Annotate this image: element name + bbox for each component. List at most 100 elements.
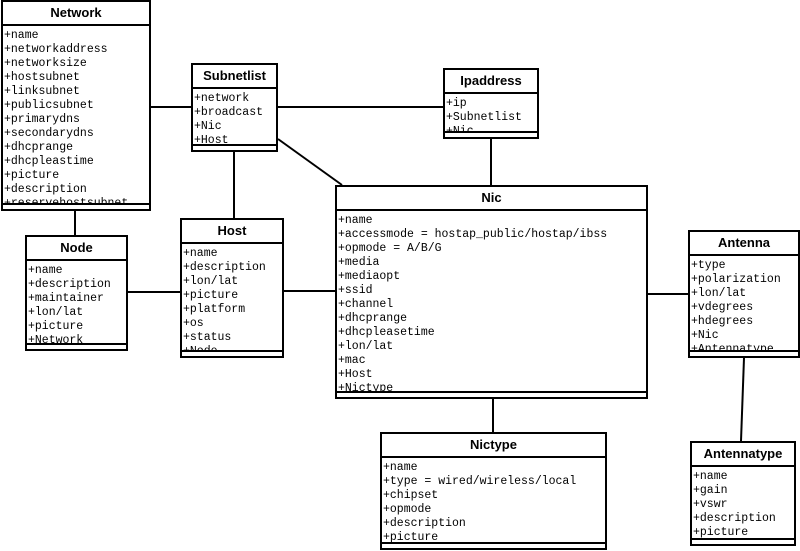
class-name: Ipaddress xyxy=(445,70,537,94)
class-host[interactable]: Host+name+description+lon/lat+picture+pl… xyxy=(180,218,284,358)
attribute: +type xyxy=(691,259,726,272)
class-name: Nic xyxy=(337,187,646,211)
attribute: +dhcpleastime xyxy=(4,155,94,168)
attribute: +opmode = A/B/G xyxy=(338,242,442,255)
attribute: +broadcast xyxy=(194,106,264,119)
attribute: +description xyxy=(383,517,466,530)
attribute: +dhcprange xyxy=(4,141,74,154)
attribute: +gain xyxy=(693,484,728,497)
attribute: +name xyxy=(183,247,218,260)
attribute-compartment: +network+broadcast+Nic+Host xyxy=(193,89,276,146)
class-name: Antennatype xyxy=(692,443,794,467)
attribute: +chipset xyxy=(383,489,439,502)
attribute: +lon/lat xyxy=(338,340,394,353)
class-nic[interactable]: Nic+name+accessmode = hostap_public/host… xyxy=(335,185,648,399)
class-antenna[interactable]: Antenna+type+polarization+lon/lat+vdegre… xyxy=(688,230,800,358)
attribute: +ssid xyxy=(338,284,373,297)
attribute: +linksubnet xyxy=(4,85,80,98)
attribute: +Nic xyxy=(446,125,474,133)
class-antennatype[interactable]: Antennatype+name+gain+vswr+description+p… xyxy=(690,441,796,546)
attribute: +channel xyxy=(338,298,394,311)
attribute: +picture xyxy=(383,531,439,544)
operation-compartment xyxy=(3,205,149,209)
class-ipaddress[interactable]: Ipaddress+ip+Subnetlist+Nic xyxy=(443,68,539,139)
attribute: +networkaddress xyxy=(4,43,108,56)
class-network[interactable]: Network+name+networkaddress+networksize+… xyxy=(1,0,151,211)
attribute: +polarization xyxy=(691,273,781,286)
attribute: +Host xyxy=(194,134,229,146)
attribute-compartment: +name+description+lon/lat+picture+platfo… xyxy=(182,244,282,352)
attribute: +dhcprange xyxy=(338,312,408,325)
attribute: +description xyxy=(4,183,87,196)
attribute: +name xyxy=(4,29,39,42)
attribute: +media xyxy=(338,256,380,269)
attribute: +name xyxy=(338,214,373,227)
attribute: +Host xyxy=(338,368,373,381)
attribute: +lon/lat xyxy=(183,275,239,288)
attribute: +lon/lat xyxy=(28,306,84,319)
attribute: +picture xyxy=(28,320,84,333)
attribute: +platform xyxy=(183,303,246,316)
attribute: +lon/lat xyxy=(691,287,747,300)
attribute: +status xyxy=(183,331,232,344)
attribute-compartment: +name+type = wired/wireless/local+chipse… xyxy=(382,458,605,544)
attribute: +mediaopt xyxy=(338,270,401,283)
attribute: +vdegrees xyxy=(691,301,754,314)
attribute: +Node xyxy=(183,345,218,352)
attribute-compartment: +name+accessmode = hostap_public/hostap/… xyxy=(337,211,646,393)
operation-compartment xyxy=(692,540,794,544)
operation-compartment xyxy=(690,352,798,356)
class-name: Network xyxy=(3,2,149,26)
attribute: +dhcpleasetime xyxy=(338,326,435,339)
attribute: +accessmode = hostap_public/hostap/ibss xyxy=(338,228,608,241)
attribute: +os xyxy=(183,317,204,330)
attribute: +Network xyxy=(28,334,84,345)
class-subnetlist[interactable]: Subnetlist+network+broadcast+Nic+Host xyxy=(191,63,278,152)
attribute: +picture xyxy=(4,169,60,182)
attribute: +primarydns xyxy=(4,113,80,126)
attribute: +Subnetlist xyxy=(446,111,522,124)
attribute: +name xyxy=(28,264,63,277)
class-name: Nictype xyxy=(382,434,605,458)
class-node[interactable]: Node+name+description+maintainer+lon/lat… xyxy=(25,235,128,351)
attribute: +publicsubnet xyxy=(4,99,94,112)
attribute: +Nictype xyxy=(338,382,394,393)
attribute: +type = wired/wireless/local xyxy=(383,475,577,488)
attribute: +networksize xyxy=(4,57,87,70)
operation-compartment xyxy=(382,544,605,548)
class-name: Node xyxy=(27,237,126,261)
attribute: +description xyxy=(28,278,111,291)
attribute-compartment: +name+gain+vswr+description+picture xyxy=(692,467,794,540)
attribute: +maintainer xyxy=(28,292,104,305)
association-antenna-antennatype xyxy=(740,357,745,442)
class-name: Antenna xyxy=(690,232,798,256)
operation-compartment xyxy=(337,393,646,397)
attribute: +network xyxy=(194,92,250,105)
class-nictype[interactable]: Nictype+name+type = wired/wireless/local… xyxy=(380,432,607,550)
class-name: Subnetlist xyxy=(193,65,276,89)
attribute: +ip xyxy=(446,97,467,110)
operation-compartment xyxy=(27,345,126,349)
attribute: +Antennatype xyxy=(691,343,774,352)
attribute: +picture xyxy=(183,289,239,302)
attribute: +vswr xyxy=(693,498,728,511)
operation-compartment xyxy=(193,146,276,150)
attribute: +picture xyxy=(693,526,749,539)
attribute: +Nic xyxy=(194,120,222,133)
attribute-compartment: +type+polarization+lon/lat+vdegrees+hdeg… xyxy=(690,256,798,352)
attribute: +name xyxy=(383,461,418,474)
attribute: +description xyxy=(183,261,266,274)
attribute-compartment: +ip+Subnetlist+Nic xyxy=(445,94,537,133)
attribute: +Nic xyxy=(691,329,719,342)
attribute: +hostsubnet xyxy=(4,71,80,84)
attribute-compartment: +name+description+maintainer+lon/lat+pic… xyxy=(27,261,126,345)
association-subnetlist-nic xyxy=(277,138,343,186)
attribute: +hdegrees xyxy=(691,315,754,328)
attribute: +name xyxy=(693,470,728,483)
attribute: +opmode xyxy=(383,503,432,516)
attribute: +secondarydns xyxy=(4,127,94,140)
class-name: Host xyxy=(182,220,282,244)
attribute: +description xyxy=(693,512,776,525)
operation-compartment xyxy=(445,133,537,137)
